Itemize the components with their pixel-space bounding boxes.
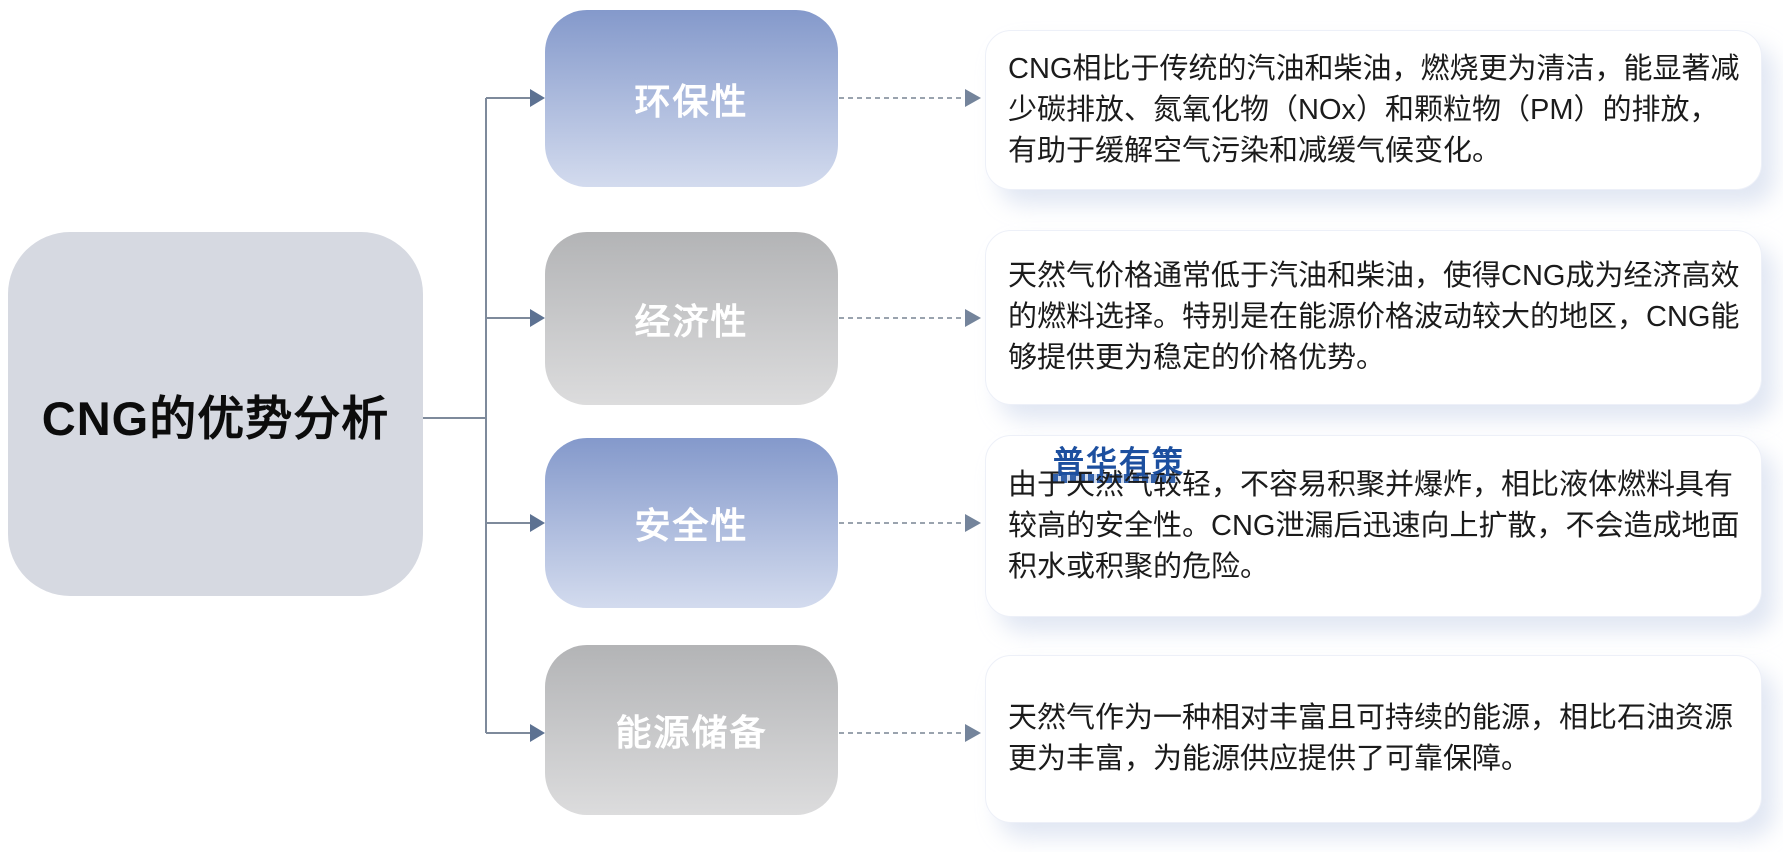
description-card-energy-reserve: 天然气作为一种相对丰富且可持续的能源，相比石油资源更为丰富，为能源供应提供了可靠… (985, 655, 1762, 823)
root-node-label: CNG的优势分析 (41, 391, 390, 445)
description-text: 由于天然气较轻，不容易积聚并爆炸，相比液体燃料具有较高的安全性。CNG泄漏后迅速… (1008, 468, 1740, 583)
branch-node-economic: 经济性 (545, 232, 838, 405)
branch-node-label: 能源储备 (615, 712, 768, 753)
dashed-connectors (839, 97, 966, 734)
root-node: CNG的优势分析 (8, 232, 423, 596)
branch-node-safety: 安全性 (545, 438, 838, 608)
branch-node-label: 经济性 (634, 300, 749, 342)
description-card-environmental: CNG相比于传统的汽油和柴油，燃烧更为清洁，能显著减少碳排放、氮氧化物（NOx）… (985, 30, 1762, 190)
description-text: 天然气作为一种相对丰富且可持续的能源，相比石油资源更为丰富，为能源供应提供了可靠… (1008, 702, 1734, 775)
branch-node-environmental: 环保性 (545, 10, 838, 187)
branch-node-label: 安全性 (634, 505, 749, 546)
branch-node-energy-reserve: 能源储备 (545, 645, 838, 815)
tree-connector (423, 97, 531, 734)
description-text: CNG相比于传统的汽油和柴油，燃烧更为清洁，能显著减少碳排放、氮氧化物（NOx）… (1008, 52, 1740, 167)
branch-node-label: 环保性 (634, 80, 749, 122)
description-card-safety: 由于天然气较轻，不容易积聚并爆炸，相比液体燃料具有较高的安全性。CNG泄漏后迅速… (985, 435, 1762, 617)
dashed-arrowheads (965, 89, 981, 742)
description-card-economic: 天然气价格通常低于汽油和柴油，使得CNG成为经济高效的燃料选择。特别是在能源价格… (985, 230, 1762, 405)
watermark-logo: 普华有策 (1053, 445, 1185, 480)
watermark-tagline-obscured (1052, 474, 1178, 483)
tree-arrowheads (530, 89, 545, 742)
description-text: 天然气价格通常低于汽油和柴油，使得CNG成为经济高效的燃料选择。特别是在能源价格… (1008, 260, 1740, 374)
